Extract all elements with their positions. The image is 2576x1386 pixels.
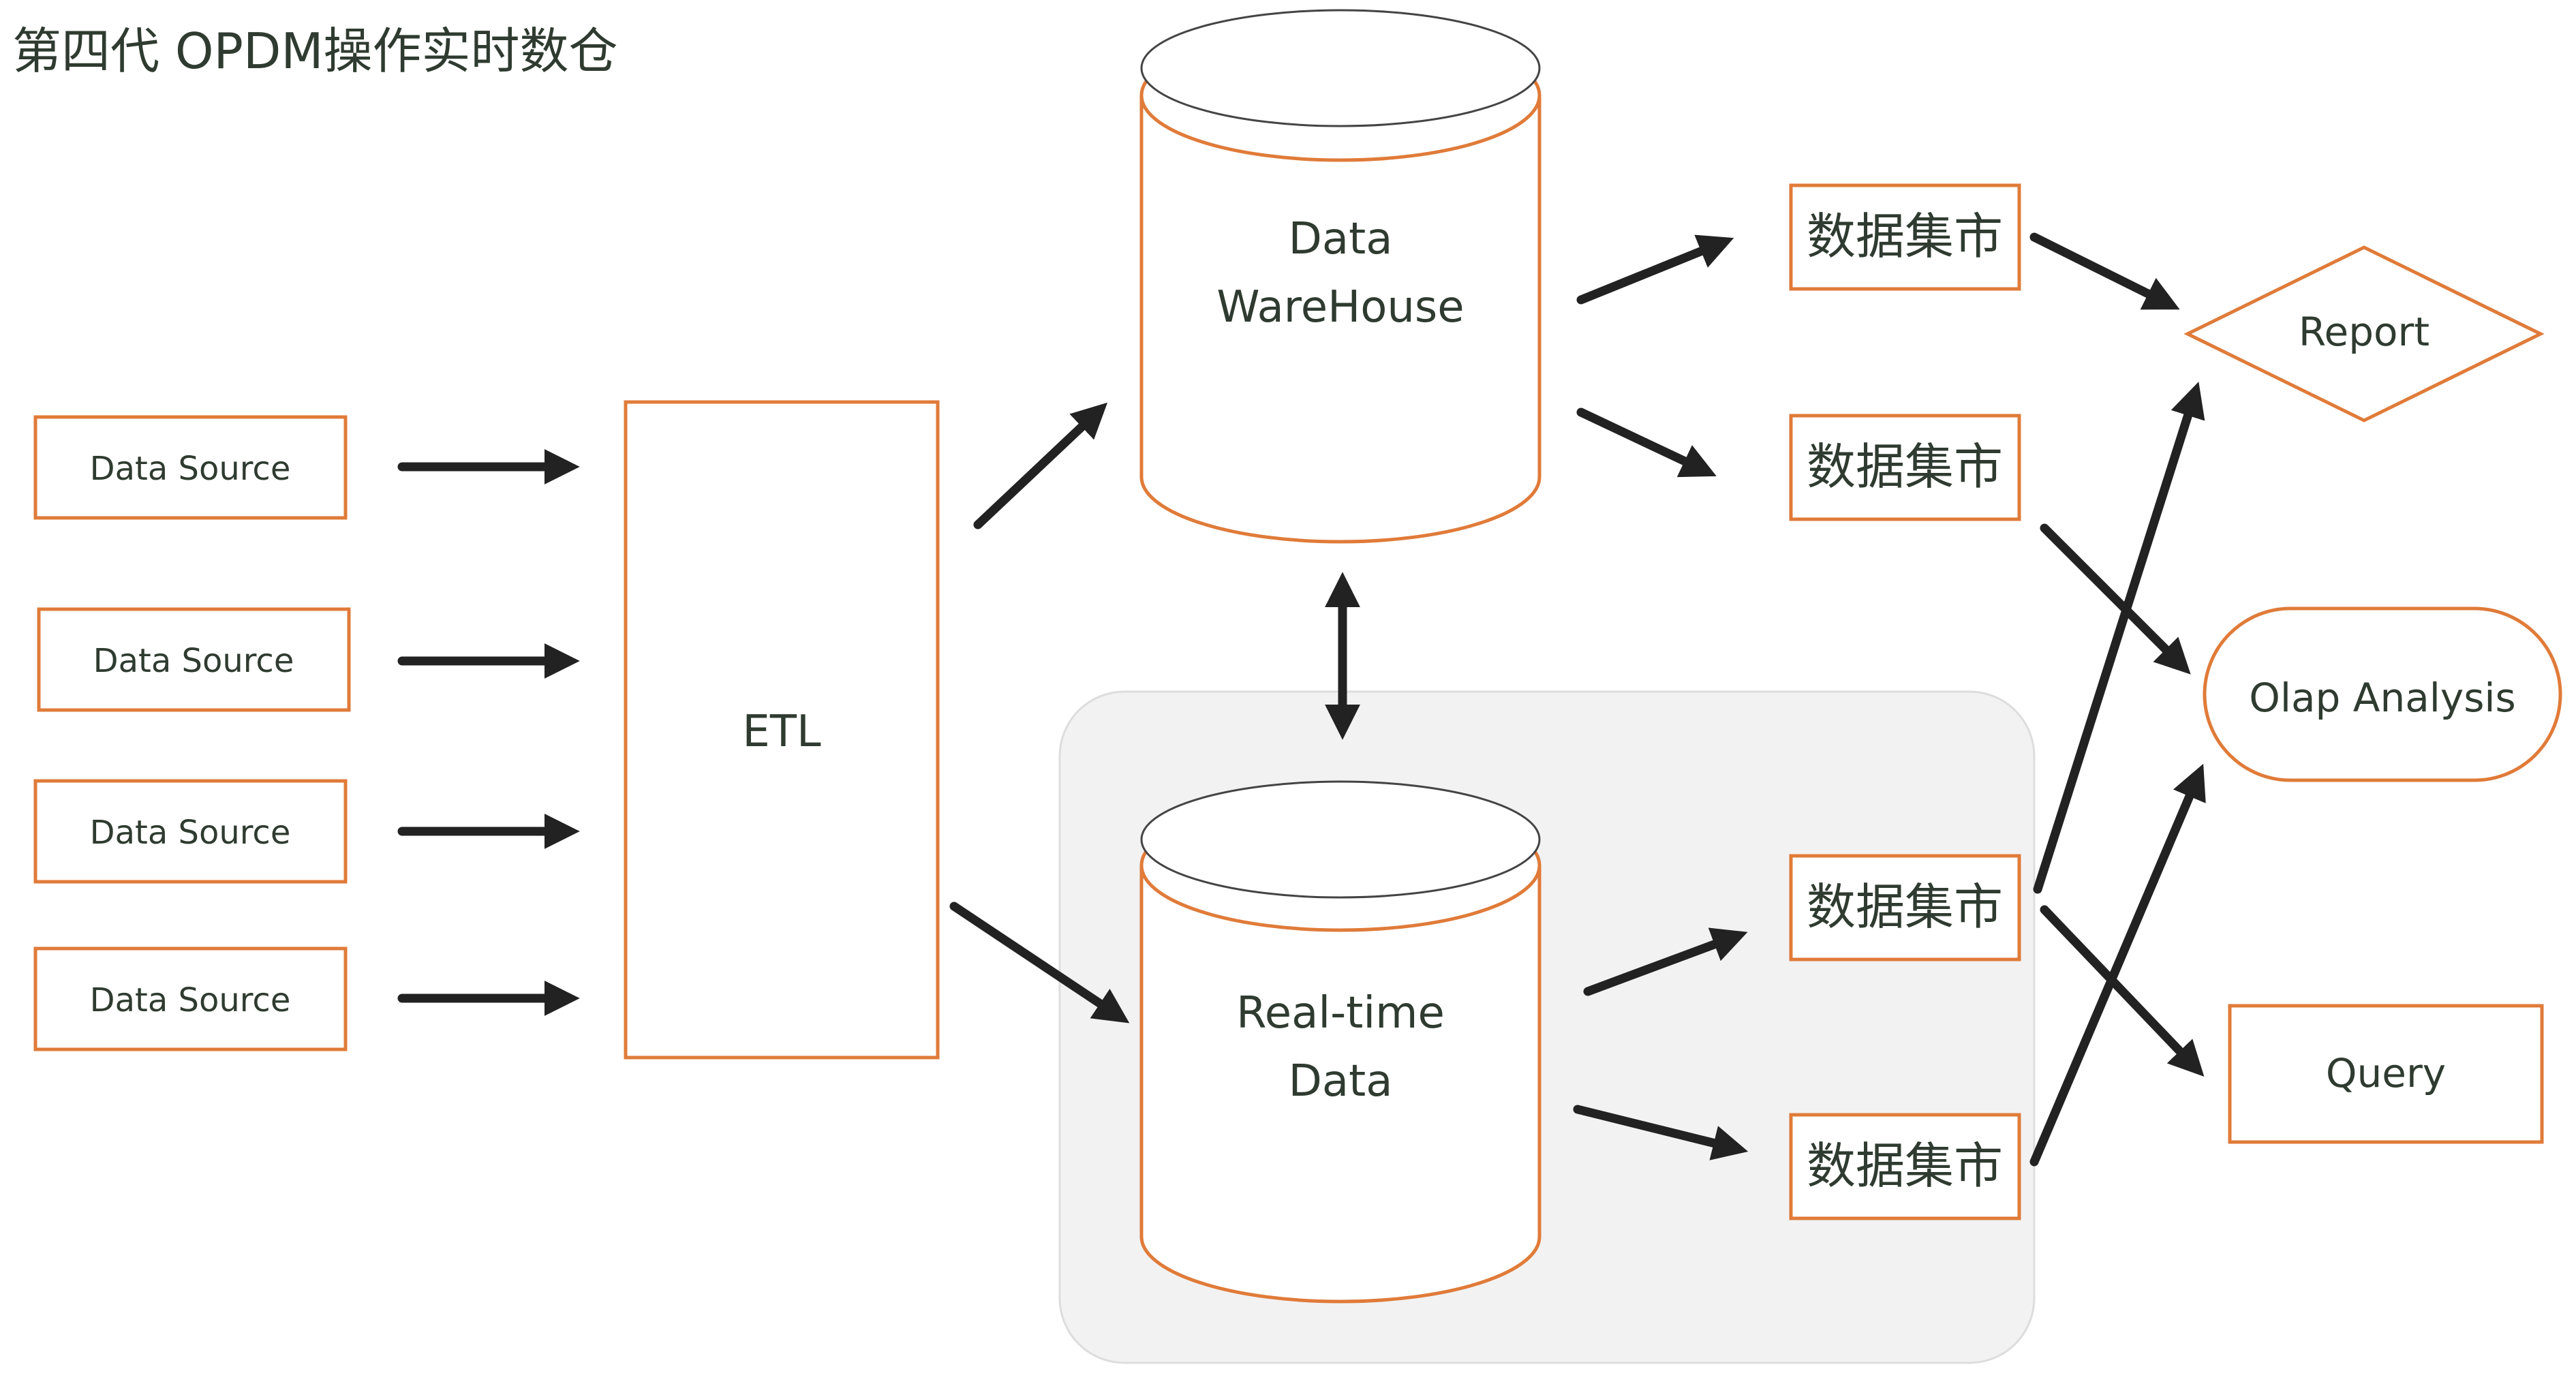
report-diamond: Report xyxy=(2183,245,2545,422)
diagram-title: 第四代 OPDM操作实时数仓 xyxy=(12,22,618,80)
query-label: Query xyxy=(2326,1050,2446,1096)
warehouse-label-line1: Data xyxy=(1289,214,1393,264)
arrow-mart3-to-query xyxy=(2040,905,2205,1077)
arrow-realtime-to-mart3 xyxy=(1583,927,1748,996)
data-source-4: Data Source xyxy=(33,946,348,1051)
olap-analysis-box: Olap Analysis xyxy=(2203,606,2562,782)
realtime-label-line2: Data xyxy=(1289,1056,1393,1107)
arrow-mart3-to-report xyxy=(2033,382,2205,894)
data-warehouse-cylinder: Data WareHouse xyxy=(1139,9,1542,544)
data-source-label: Data Source xyxy=(93,642,294,680)
arrow-etl-to-realtime xyxy=(949,902,1130,1023)
realtime-data-cylinder: Real-time Data xyxy=(1139,780,1542,1304)
data-source-3: Data Source xyxy=(33,779,348,884)
data-mart-3: 数据集市 xyxy=(1789,854,2021,961)
arrow-warehouse-to-mart1 xyxy=(1576,234,1734,305)
arrow-warehouse-to-mart2 xyxy=(1576,407,1717,478)
arrow-mart1-to-report xyxy=(2029,232,2180,310)
data-source-2: Data Source xyxy=(37,607,351,712)
etl-label: ETL xyxy=(742,707,821,757)
warehouse-label-line2: WareHouse xyxy=(1216,282,1464,333)
data-source-label: Data Source xyxy=(90,814,291,852)
data-source-label: Data Source xyxy=(90,450,291,488)
query-box: Query xyxy=(2228,1004,2544,1144)
data-source-1: Data Source xyxy=(33,415,348,520)
data-mart-label: 数据集市 xyxy=(1807,1137,2003,1195)
arrow-mart4-to-olap xyxy=(2029,763,2206,1167)
realtime-label-line1: Real-time xyxy=(1236,988,1445,1038)
arrow-mart2-to-olap xyxy=(2040,523,2191,675)
data-mart-4: 数据集市 xyxy=(1789,1113,2021,1220)
data-mart-label: 数据集市 xyxy=(1807,438,2003,495)
etl-box: ETL xyxy=(624,400,940,1060)
data-mart-label: 数据集市 xyxy=(1807,208,2003,265)
data-mart-2: 数据集市 xyxy=(1789,414,2021,521)
olap-label: Olap Analysis xyxy=(2249,675,2516,721)
data-mart-label: 数据集市 xyxy=(1807,878,2003,936)
report-label: Report xyxy=(2299,309,2429,355)
arrow-etl-to-warehouse xyxy=(973,402,1108,529)
data-mart-1: 数据集市 xyxy=(1789,183,2021,291)
data-source-label: Data Source xyxy=(90,981,291,1019)
arrow-realtime-to-mart4 xyxy=(1573,1105,1749,1160)
